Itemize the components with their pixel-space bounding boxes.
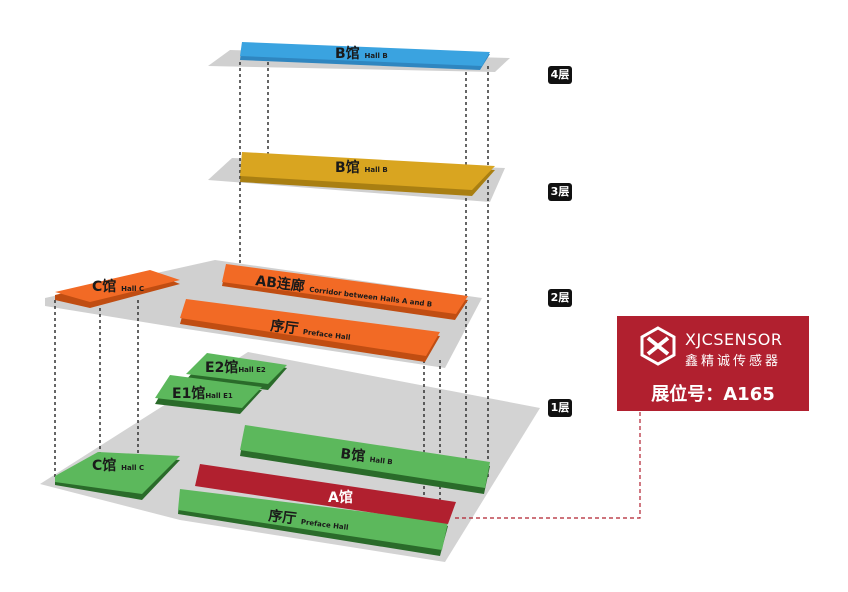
booth-card: XJCSENSOR 鑫精诚传感器 展位号：A165: [617, 316, 809, 411]
floor-1-hall-c[interactable]: [55, 452, 180, 494]
brand-name-cn: 鑫精诚传感器: [685, 354, 782, 369]
floor-4-hall-b[interactable]: [240, 42, 490, 66]
floor-3-tag: 3层: [548, 183, 572, 201]
hall-label: E1馆Hall E1: [172, 385, 233, 402]
connector-lines: [54, 62, 489, 530]
brand-name: XJCSENSOR: [685, 330, 783, 349]
xjcsensor-logo-icon: [640, 326, 676, 366]
hall-label: E2馆Hall E2: [205, 359, 266, 376]
floor-1-hall-a[interactable]: [195, 464, 456, 524]
booth-number: 展位号：A165: [651, 384, 775, 405]
floor-2-ab-corridor[interactable]: [222, 264, 468, 314]
floor-1-tag: 1层: [548, 399, 572, 417]
floor-3-hall-b[interactable]: [240, 152, 495, 190]
hall-label: C馆 Hall C: [92, 457, 144, 474]
hall-label: B馆 Hall B: [335, 45, 388, 62]
floor-2-preface-hall[interactable]: [180, 299, 440, 356]
hall-a-label: A馆: [328, 489, 353, 506]
floor-1-hall-e2[interactable]: [186, 353, 287, 384]
hall-label: B馆 Hall B: [340, 445, 394, 468]
hall-label: B馆 Hall B: [335, 159, 388, 176]
floor-2-hall-c[interactable]: [55, 270, 180, 302]
floor-1-preface-hall[interactable]: [178, 489, 448, 550]
booth-pointer-line: [455, 412, 641, 519]
hall-label: C馆 Hall C: [92, 278, 144, 295]
floor-1-hall-b[interactable]: [240, 425, 490, 488]
floor-4-tag: 4层: [548, 66, 572, 84]
floor-1-hall-e1[interactable]: [155, 375, 262, 408]
floor-2-tag: 2层: [548, 289, 572, 307]
